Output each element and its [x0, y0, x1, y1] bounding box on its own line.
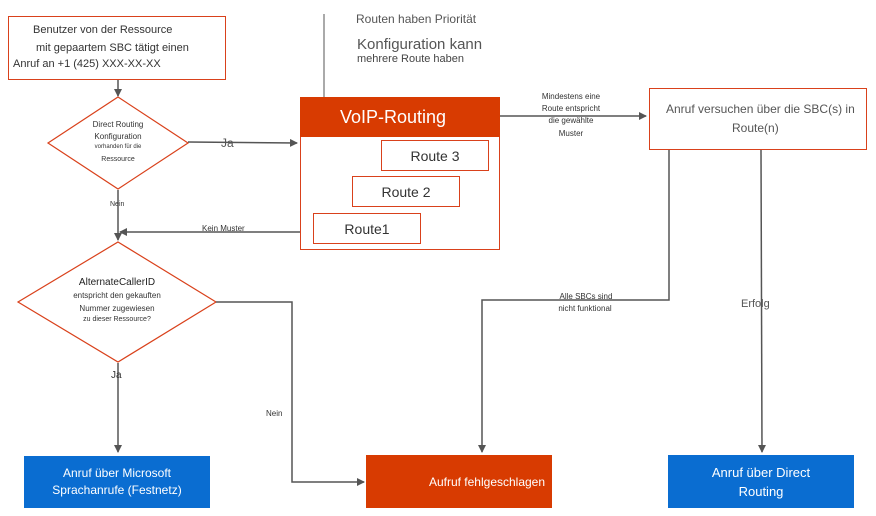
result-direct-routing-box: Anruf über Direct Routing	[668, 455, 854, 508]
label-match-4: Muster	[558, 129, 584, 138]
decision2-line3: zu dieser Ressource?	[83, 316, 151, 323]
decision1-line2: Konfiguration	[94, 132, 142, 141]
label-kein-muster: Kein Muster	[202, 224, 245, 233]
route-3-box: Route 3	[381, 140, 489, 171]
voip-routing-header: VoIP-Routing	[300, 97, 500, 137]
route-1-box: Route1	[313, 213, 421, 244]
note-priority: Routen haben Priorität	[356, 12, 477, 26]
result-microsoft-box: Anruf über Microsoft Sprachanrufe (Festn…	[24, 456, 210, 508]
start-text-line3: Anruf an +1 (425) XXX-XX-XX	[13, 58, 161, 70]
label-match-2: Route entspricht	[541, 104, 601, 113]
decision1-line1: Direct Routing	[92, 120, 144, 129]
label-erfolg: Erfolg	[741, 298, 770, 310]
decision-alternate-callerid-diamond	[16, 241, 218, 363]
edge-ja-to-voip	[187, 138, 298, 147]
edge-erfolg	[757, 149, 766, 453]
decision1-line3: vorhanden für die	[94, 144, 142, 150]
label-nein-1: Nein	[110, 201, 125, 208]
edge-all-sbcs-failed	[478, 150, 670, 453]
result-microsoft-line1: Anruf über Microsoft	[62, 466, 172, 480]
label-ja-1: Ja	[221, 136, 234, 150]
note-config: Konfiguration kann	[357, 36, 483, 53]
start-box: Benutzer von der Ressource mit gepaartem…	[8, 16, 226, 80]
attempt-line2: Route(n)	[732, 121, 779, 135]
label-all-sbcs-2: nicht funktional	[558, 304, 612, 313]
decision-direct-routing-diamond	[46, 96, 190, 190]
voip-routing-title: VoIP-Routing	[339, 106, 447, 127]
decision2-line2: Nummer zugewiesen	[79, 304, 155, 313]
attempt-line1: Anruf versuchen über die SBC(s) in	[666, 102, 855, 116]
start-text-line1: Benutzer von der Ressource	[33, 24, 173, 36]
label-match-1: Mindestens eine	[541, 92, 601, 101]
result-microsoft-line2: Sprachanrufe (Festnetz)	[52, 483, 182, 497]
result-failed-label: Aufruf fehlgeschlagen	[428, 474, 546, 489]
edge-nein-to-failed	[216, 301, 365, 486]
decision2-line1: entspricht den gekauften	[73, 291, 161, 300]
note-multiple: mehrere Route haben	[357, 53, 465, 65]
decision1-line4: Ressource	[101, 156, 135, 163]
result-direct-line2: Routing	[738, 483, 784, 499]
label-nein-2: Nein	[266, 409, 283, 418]
route-2-box: Route 2	[352, 176, 460, 207]
label-all-sbcs-1: Alle SBCs sind	[559, 292, 613, 301]
decision2-title: AlternateCallerID	[78, 277, 156, 288]
attempt-sbc-box: Anruf versuchen über die SBC(s) in Route…	[649, 88, 867, 150]
label-ja-2: Ja	[111, 370, 122, 381]
route-2-label: Route 2	[381, 183, 431, 200]
result-direct-line1: Anruf über Direct	[711, 464, 811, 480]
label-match-3: die gewählte	[548, 116, 594, 125]
start-text-line2: mit gepaartem SBC tätigt einen	[36, 42, 189, 54]
route-1-label: Route1	[344, 220, 390, 237]
result-failed-box: Aufruf fehlgeschlagen	[366, 455, 552, 508]
route-3-label: Route 3	[410, 147, 460, 164]
